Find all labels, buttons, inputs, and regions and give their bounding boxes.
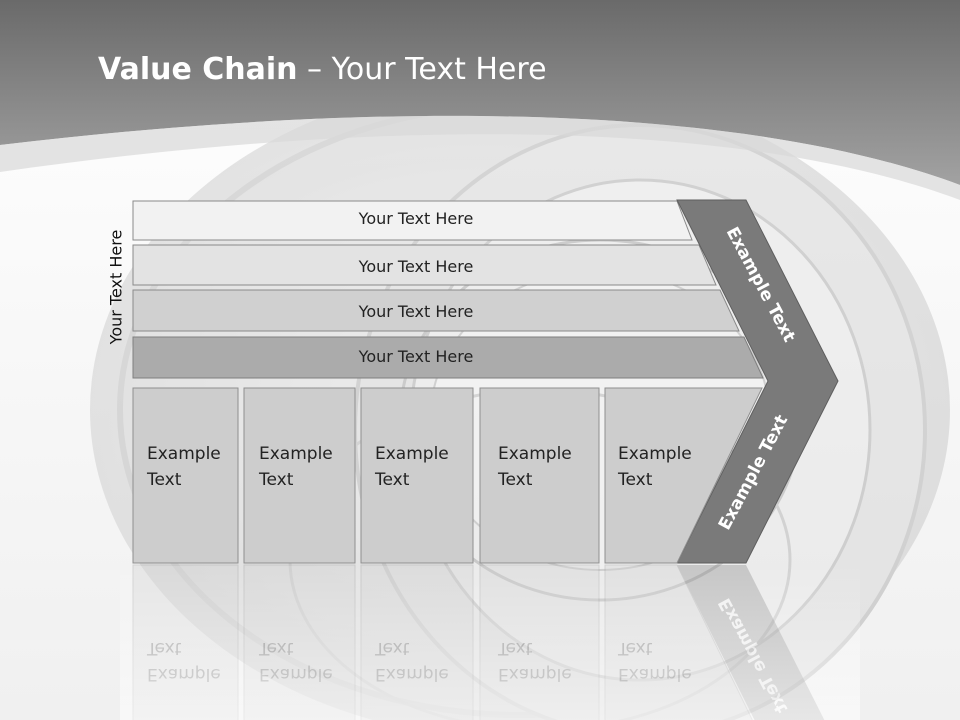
box-line1: Example bbox=[375, 444, 449, 464]
box-line1: Example bbox=[147, 444, 221, 464]
box-line2: Text bbox=[146, 470, 182, 490]
row-label: Your Text Here bbox=[358, 257, 474, 276]
box-3: Example Text bbox=[479, 387, 600, 564]
side-label: Your Text Here bbox=[106, 229, 126, 345]
row-1: Your Text Here bbox=[132, 244, 717, 286]
title-bold: Value Chain bbox=[98, 52, 298, 87]
row-label: Your Text Here bbox=[358, 347, 474, 366]
header-band bbox=[0, 0, 960, 185]
box-line1: Example bbox=[498, 444, 572, 464]
header-swoosh bbox=[0, 115, 960, 200]
box-line2: Text bbox=[374, 470, 410, 490]
box-line1: Example bbox=[618, 444, 692, 464]
page-title: Value Chain – Your Text Here bbox=[98, 52, 547, 87]
box-4: Example Text bbox=[604, 387, 763, 564]
box-0: Example Text bbox=[132, 387, 239, 564]
reflection-fade bbox=[120, 563, 860, 720]
row-label: Your Text Here bbox=[358, 302, 474, 321]
row-label: Your Text Here bbox=[358, 209, 474, 228]
row-2: Your Text Here bbox=[132, 289, 740, 332]
row-0: Your Text Here bbox=[132, 200, 693, 241]
row-3: Your Text Here bbox=[132, 336, 764, 379]
box-line2: Text bbox=[258, 470, 294, 490]
box-line1: Example bbox=[259, 444, 333, 464]
box-2: Example Text bbox=[360, 387, 474, 564]
box-1: Example Text bbox=[243, 387, 356, 564]
box-line2: Text bbox=[497, 470, 533, 490]
box-line2: Text bbox=[617, 470, 653, 490]
title-rest: – Your Text Here bbox=[297, 52, 547, 87]
